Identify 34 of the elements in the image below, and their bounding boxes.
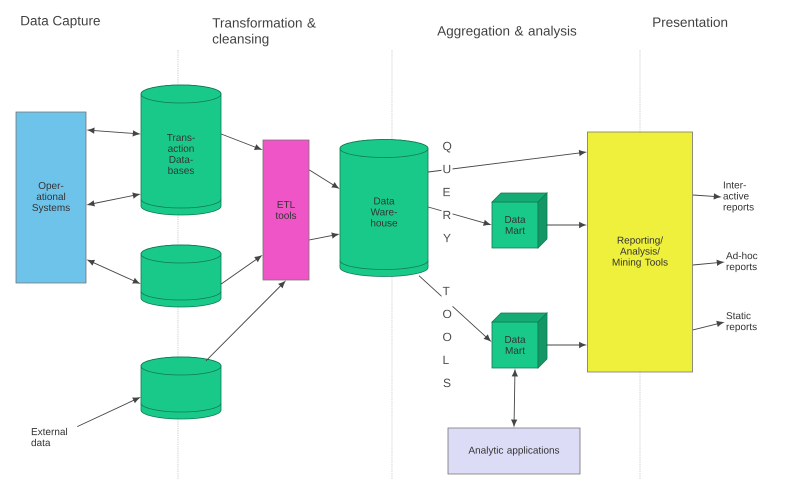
column-heading: Aggregation & analysis [437, 26, 576, 38]
arrow [220, 134, 262, 150]
database-cylinder [140, 356, 222, 420]
arrow [206, 281, 286, 362]
system-box: Oper- ational Systems [16, 112, 86, 284]
database-cylinder [140, 244, 222, 308]
arrow [428, 150, 586, 172]
arrow [88, 128, 140, 136]
arrow [546, 342, 586, 348]
arrow [308, 170, 339, 189]
arrow [76, 397, 140, 428]
tool-box: ETL tools [262, 140, 310, 280]
application-box: Analytic applications [448, 428, 580, 474]
output-label: Static reports [726, 312, 757, 332]
arrow [692, 260, 724, 266]
database-cylinder: Trans- action Data- bases [140, 84, 222, 216]
arrow [692, 321, 724, 330]
output-label: Ad-hoc reports [726, 252, 758, 272]
warehouse-cylinder: Data Ware- house [340, 139, 428, 277]
node-label: External data [31, 428, 68, 446]
vertical-label: QUERY [442, 140, 452, 244]
arrow [220, 256, 262, 284]
arrow [308, 232, 339, 240]
arrow [692, 194, 721, 200]
output-label: Inter- active reports [723, 182, 754, 212]
arrow [88, 260, 140, 284]
column-heading: Transformation & cleansing [212, 18, 316, 46]
column-heading: Presentation [653, 17, 728, 27]
vertical-label: TOOLS [442, 286, 452, 388]
arrow [511, 370, 518, 426]
column-heading: Data Capture [21, 16, 100, 28]
arrow [88, 192, 140, 206]
arrow [546, 222, 586, 228]
tool-box: Reporting/ Analysis/ Mining Tools [587, 132, 693, 372]
